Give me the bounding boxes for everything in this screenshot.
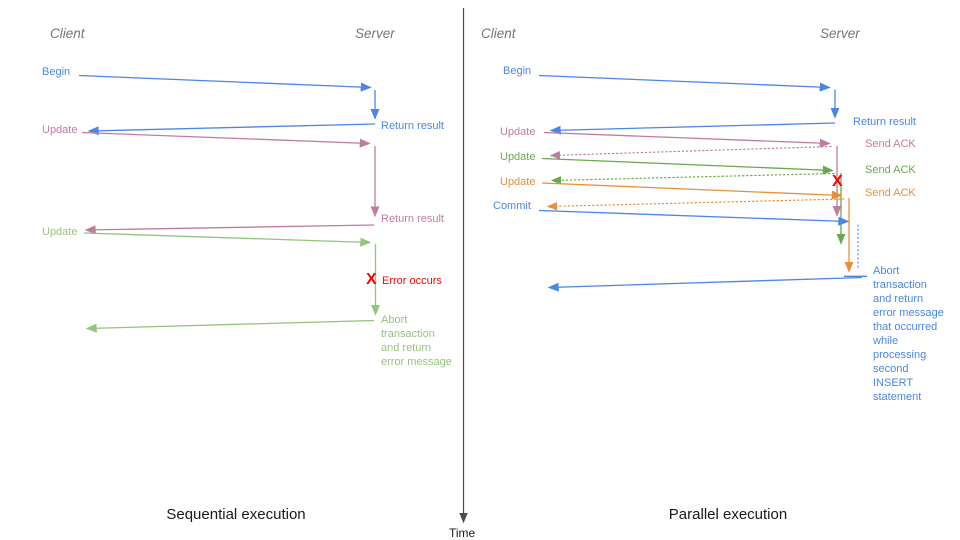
left-update-2-arrow [83,232,381,316]
right-begin-request-arrow [538,74,840,119]
left-panel-title: Sequential execution [166,506,306,523]
right-send-ack-3-arrow [546,198,845,211]
right-server-header: Server [820,26,860,41]
right-commit-label: Commit [493,200,531,212]
left-return-result-1-arrow [87,123,376,136]
left-return-result-2-label: Return result [381,213,444,225]
left-update-1-arrow [81,131,380,218]
right-abort-message: Abort transaction and return error messa… [873,265,944,403]
right-update-1-label: Update [500,126,536,138]
left-return-result-1-label: Return result [381,120,444,132]
left-begin-label: Begin [42,66,71,78]
left-update-2-label: Update [42,226,78,238]
right-update-2-arrow [541,157,846,245]
left-abort-message: Abort transaction and return error messa… [381,314,452,368]
left-return-result-2-arrow [84,224,375,235]
right-send-ack-1-arrow [549,145,832,160]
left-client-header: Client [50,26,85,41]
right-begin-label: Begin [503,65,532,77]
right-commit-arrow [538,209,859,271]
right-abort-return-arrow [547,275,867,292]
left-begin-request-arrow [78,74,380,120]
left-error-occurs-label: Error occurs [382,275,442,287]
time-axis-label: Time [449,526,476,540]
right-panel-title: Parallel execution [668,506,788,523]
left-server-header: Server [355,26,395,41]
right-send-ack-2-label: Send ACK [865,164,916,176]
right-send-ack-3-label: Send ACK [865,187,916,199]
right-return-result-label: Return result [853,116,916,128]
right-client-header: Client [481,26,516,41]
right-update-3-arrow [541,182,854,273]
right-send-ack-1-label: Send ACK [865,138,916,150]
right-send-ack-2-arrow [550,172,835,185]
right-error-x-icon: X [832,173,843,190]
right-update-2-label: Update [500,151,536,163]
right-return-result-arrow [549,122,836,135]
left-update-1-label: Update [42,124,78,136]
left-error-x-icon: X [366,271,377,288]
right-update-3-label: Update [500,176,536,188]
left-abort-return-arrow [85,319,375,333]
right-update-1-arrow [543,131,842,217]
